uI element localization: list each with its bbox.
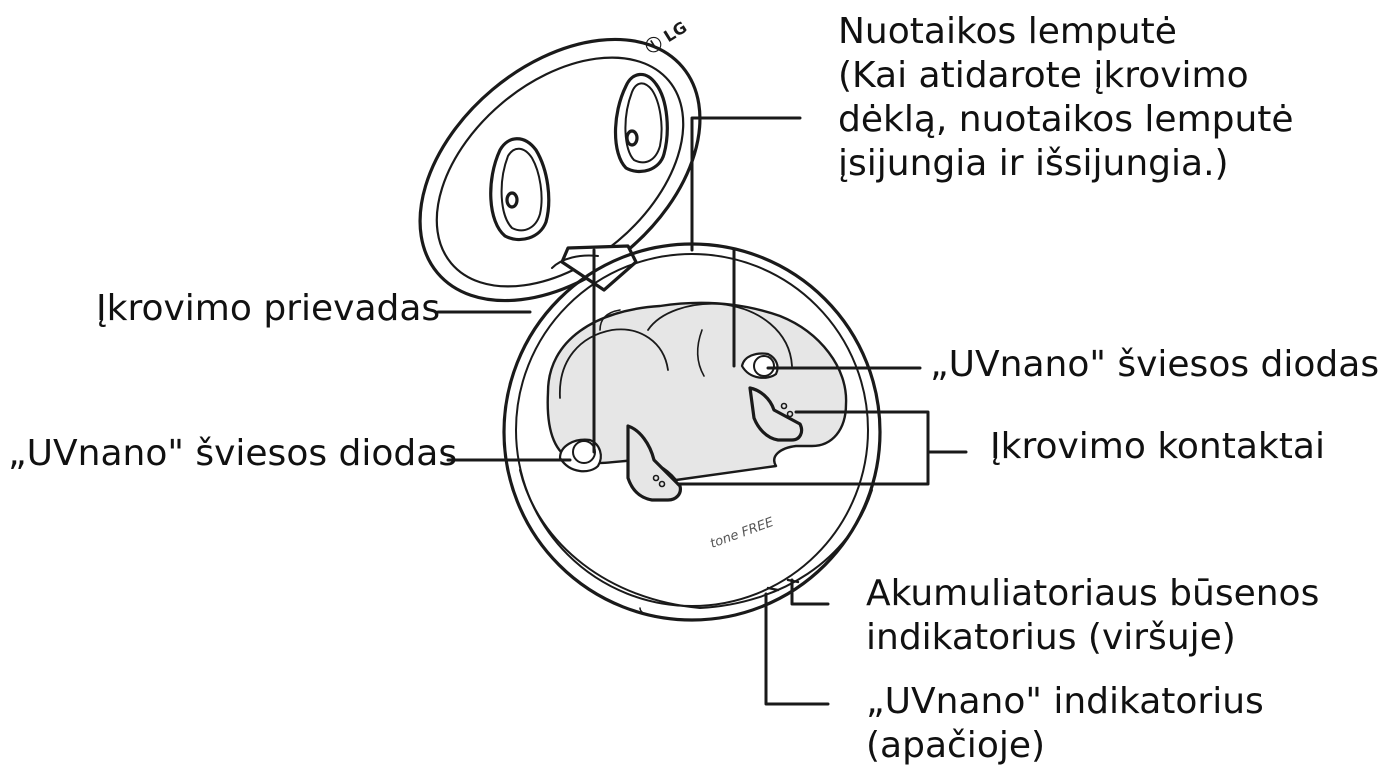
left-earbud-slot	[558, 424, 682, 502]
tray-print: tone FREE	[708, 515, 776, 552]
uvnano-led-right-label: „UVnano" šviesos diodas	[930, 344, 1380, 385]
lid-earbud-pocket-right	[613, 72, 669, 174]
leader-lines	[436, 116, 968, 706]
charging-contacts-label: Įkrovimo kontaktai	[990, 426, 1325, 467]
earbud-tray: tone FREE	[546, 301, 848, 552]
contact-dots	[652, 402, 794, 488]
charging-port-label: Įkrovimo prievadas	[96, 288, 441, 329]
uvnano-indicator-label: „UVnano" indikatorius (apačioje)	[866, 681, 1264, 766]
uvnano-led-left-label: „UVnano" šviesos diodas	[8, 433, 458, 474]
lid-earbud-pocket-left	[489, 137, 551, 242]
guide-light-label: Nuotaikos lemputė (Kai atidarote įkrovim…	[838, 11, 1294, 184]
battery-indicator-label: Akumuliatoriaus būsenos indikatorius (vi…	[866, 573, 1320, 658]
